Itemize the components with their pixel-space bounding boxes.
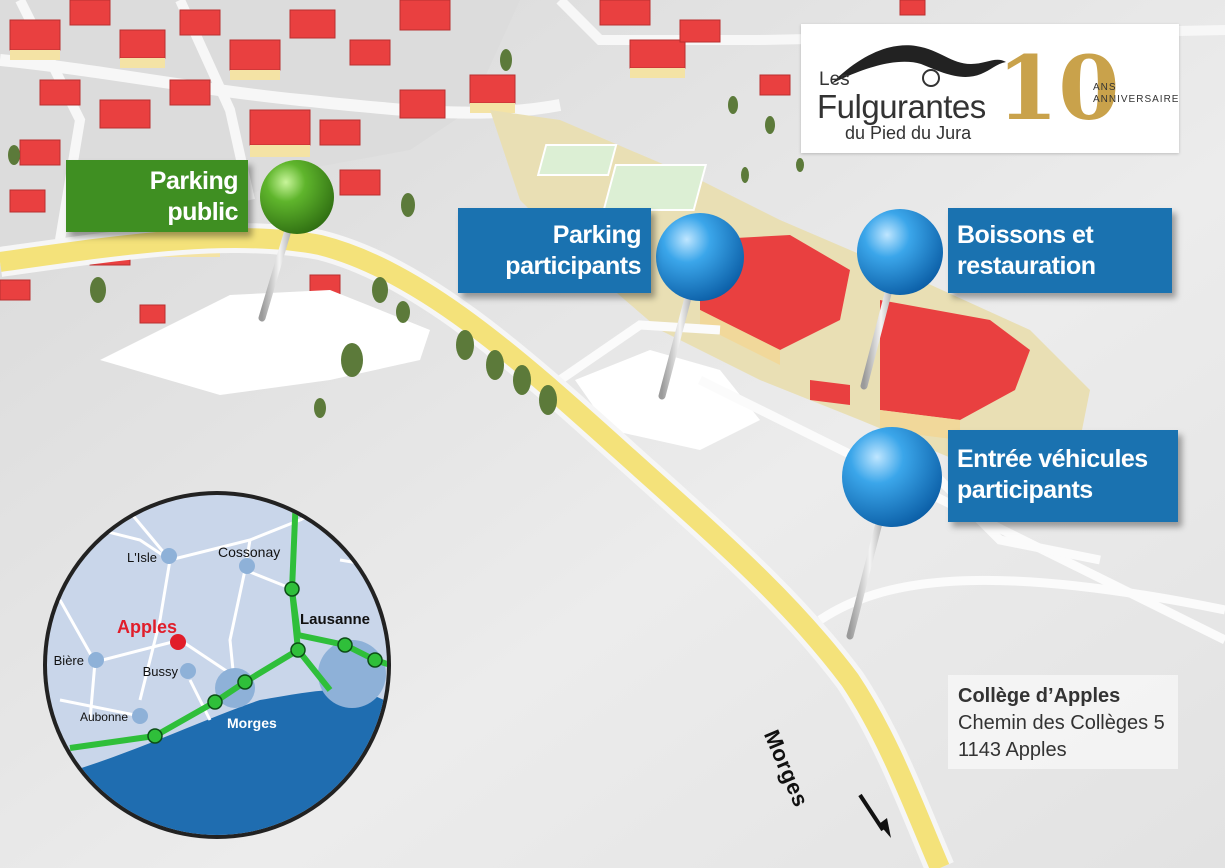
logo-brand: Fulgurantes — [817, 88, 986, 125]
logo-tagline: du Pied du Jura — [845, 123, 972, 143]
label-line: participants — [957, 476, 1093, 504]
label-line: Parking — [552, 221, 642, 249]
apples-marker — [170, 634, 186, 650]
label-line: participants — [505, 252, 641, 280]
town-aubonne: Aubonne — [80, 710, 128, 724]
label-parking-public[interactable]: Parking public — [66, 160, 248, 232]
school-buildings — [700, 235, 1030, 440]
anniversary-number: 10 — [997, 36, 1120, 140]
south-arrow-icon — [858, 793, 891, 838]
town-lisle: L'Isle — [127, 550, 157, 565]
town-biere: Bière — [54, 653, 84, 668]
town-bussy: Bussy — [143, 664, 179, 679]
blue-pin-icon[interactable] — [842, 427, 942, 640]
address-city: 1143 Apples — [958, 739, 1067, 761]
label-entree-vehicules[interactable]: Entrée véhicules participants — [948, 430, 1178, 522]
label-line: Boissons et — [957, 221, 1094, 249]
trees — [8, 49, 804, 418]
label-line: restauration — [957, 252, 1096, 280]
label-line: Entrée véhicules — [957, 445, 1148, 473]
inset-map[interactable]: L'Isle Cossonay Lausanne Apples Bière Bu… — [40, 490, 400, 850]
blue-pin-icon[interactable] — [656, 213, 744, 400]
label-parking-participants[interactable]: Parking participants — [458, 208, 651, 293]
town-lausanne: Lausanne — [300, 611, 370, 628]
anniversary-text-ans: ANS — [1093, 82, 1117, 93]
anniversary-text: ANS ANNIVERSAIRE — [1093, 82, 1179, 106]
horse-silhouette-icon — [831, 45, 1006, 87]
address-card: Collège d’Apples Chemin des Collèges 5 1… — [948, 675, 1178, 769]
town-morges: Morges — [227, 715, 277, 731]
label-line: Parking — [149, 167, 239, 195]
label-line: public — [167, 198, 238, 226]
town-cossonay: Cossonay — [218, 544, 280, 560]
logo-les: Les — [819, 69, 850, 90]
blue-pin-icon[interactable] — [857, 209, 943, 390]
town-apples: Apples — [117, 617, 177, 637]
event-logo[interactable]: Les Fulgurantes du Pied du Jura 10 ANS A… — [801, 24, 1179, 153]
green-pin-icon[interactable] — [258, 160, 334, 322]
label-boissons-restauration[interactable]: Boissons et restauration — [948, 208, 1172, 293]
address-street: Chemin des Collèges 5 — [958, 712, 1165, 734]
address-name: Collège d’Apples — [958, 685, 1121, 707]
anniversary-text-label: ANNIVERSAIRE — [1093, 94, 1180, 105]
